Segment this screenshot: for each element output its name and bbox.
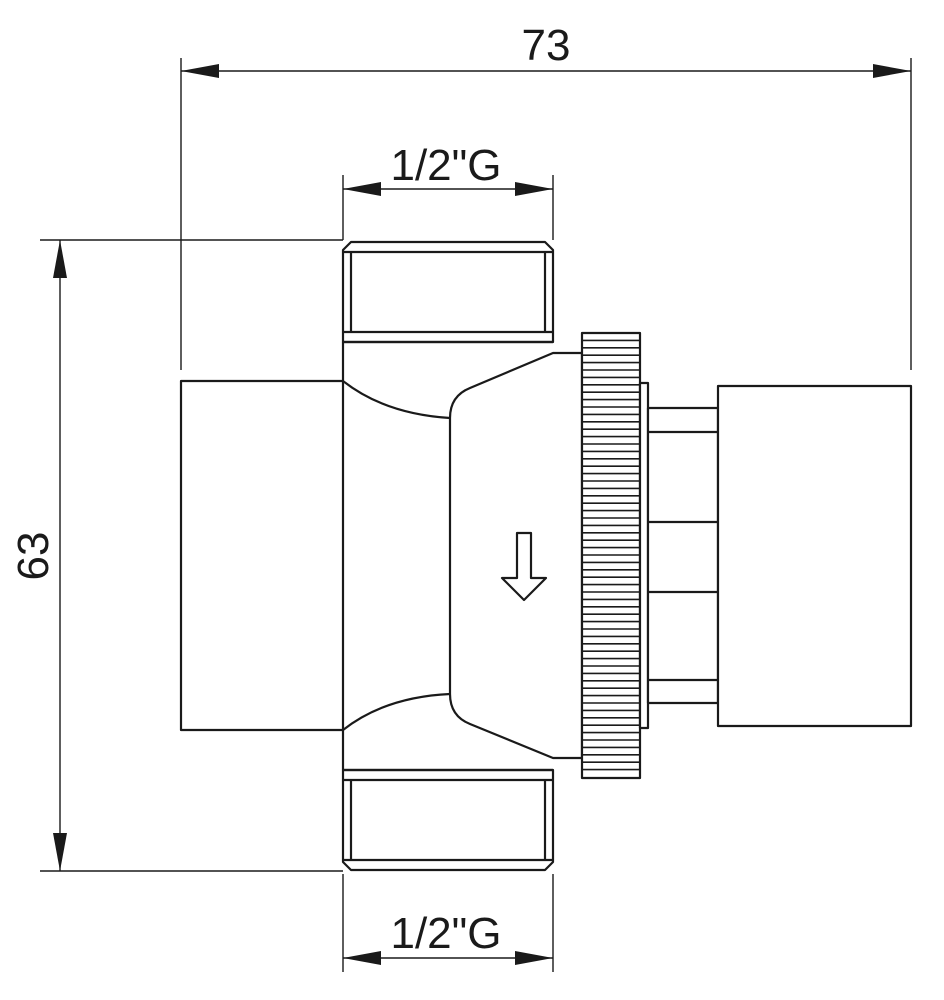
knurled-ring <box>580 331 642 780</box>
collar <box>638 381 650 730</box>
dimension-top-thread <box>343 182 553 196</box>
dimension-label-bottom-thread: 1/2"G <box>390 909 501 958</box>
valve-body <box>179 340 584 772</box>
extension-lines <box>40 58 912 972</box>
dimension-label-overall-height: 63 <box>9 532 58 581</box>
dimension-label-top-thread: 1/2"G <box>390 141 501 190</box>
control-head <box>716 384 913 728</box>
dimension-overall-width <box>181 64 911 78</box>
stem <box>646 406 720 705</box>
dimension-overall-height <box>53 240 67 871</box>
dimension-label-overall-width: 73 <box>522 21 571 70</box>
top-thread-fitting <box>341 240 555 344</box>
dimension-bottom-thread <box>343 951 553 965</box>
flow-direction-arrow-icon <box>500 531 548 602</box>
bottom-thread-fitting <box>341 768 555 872</box>
